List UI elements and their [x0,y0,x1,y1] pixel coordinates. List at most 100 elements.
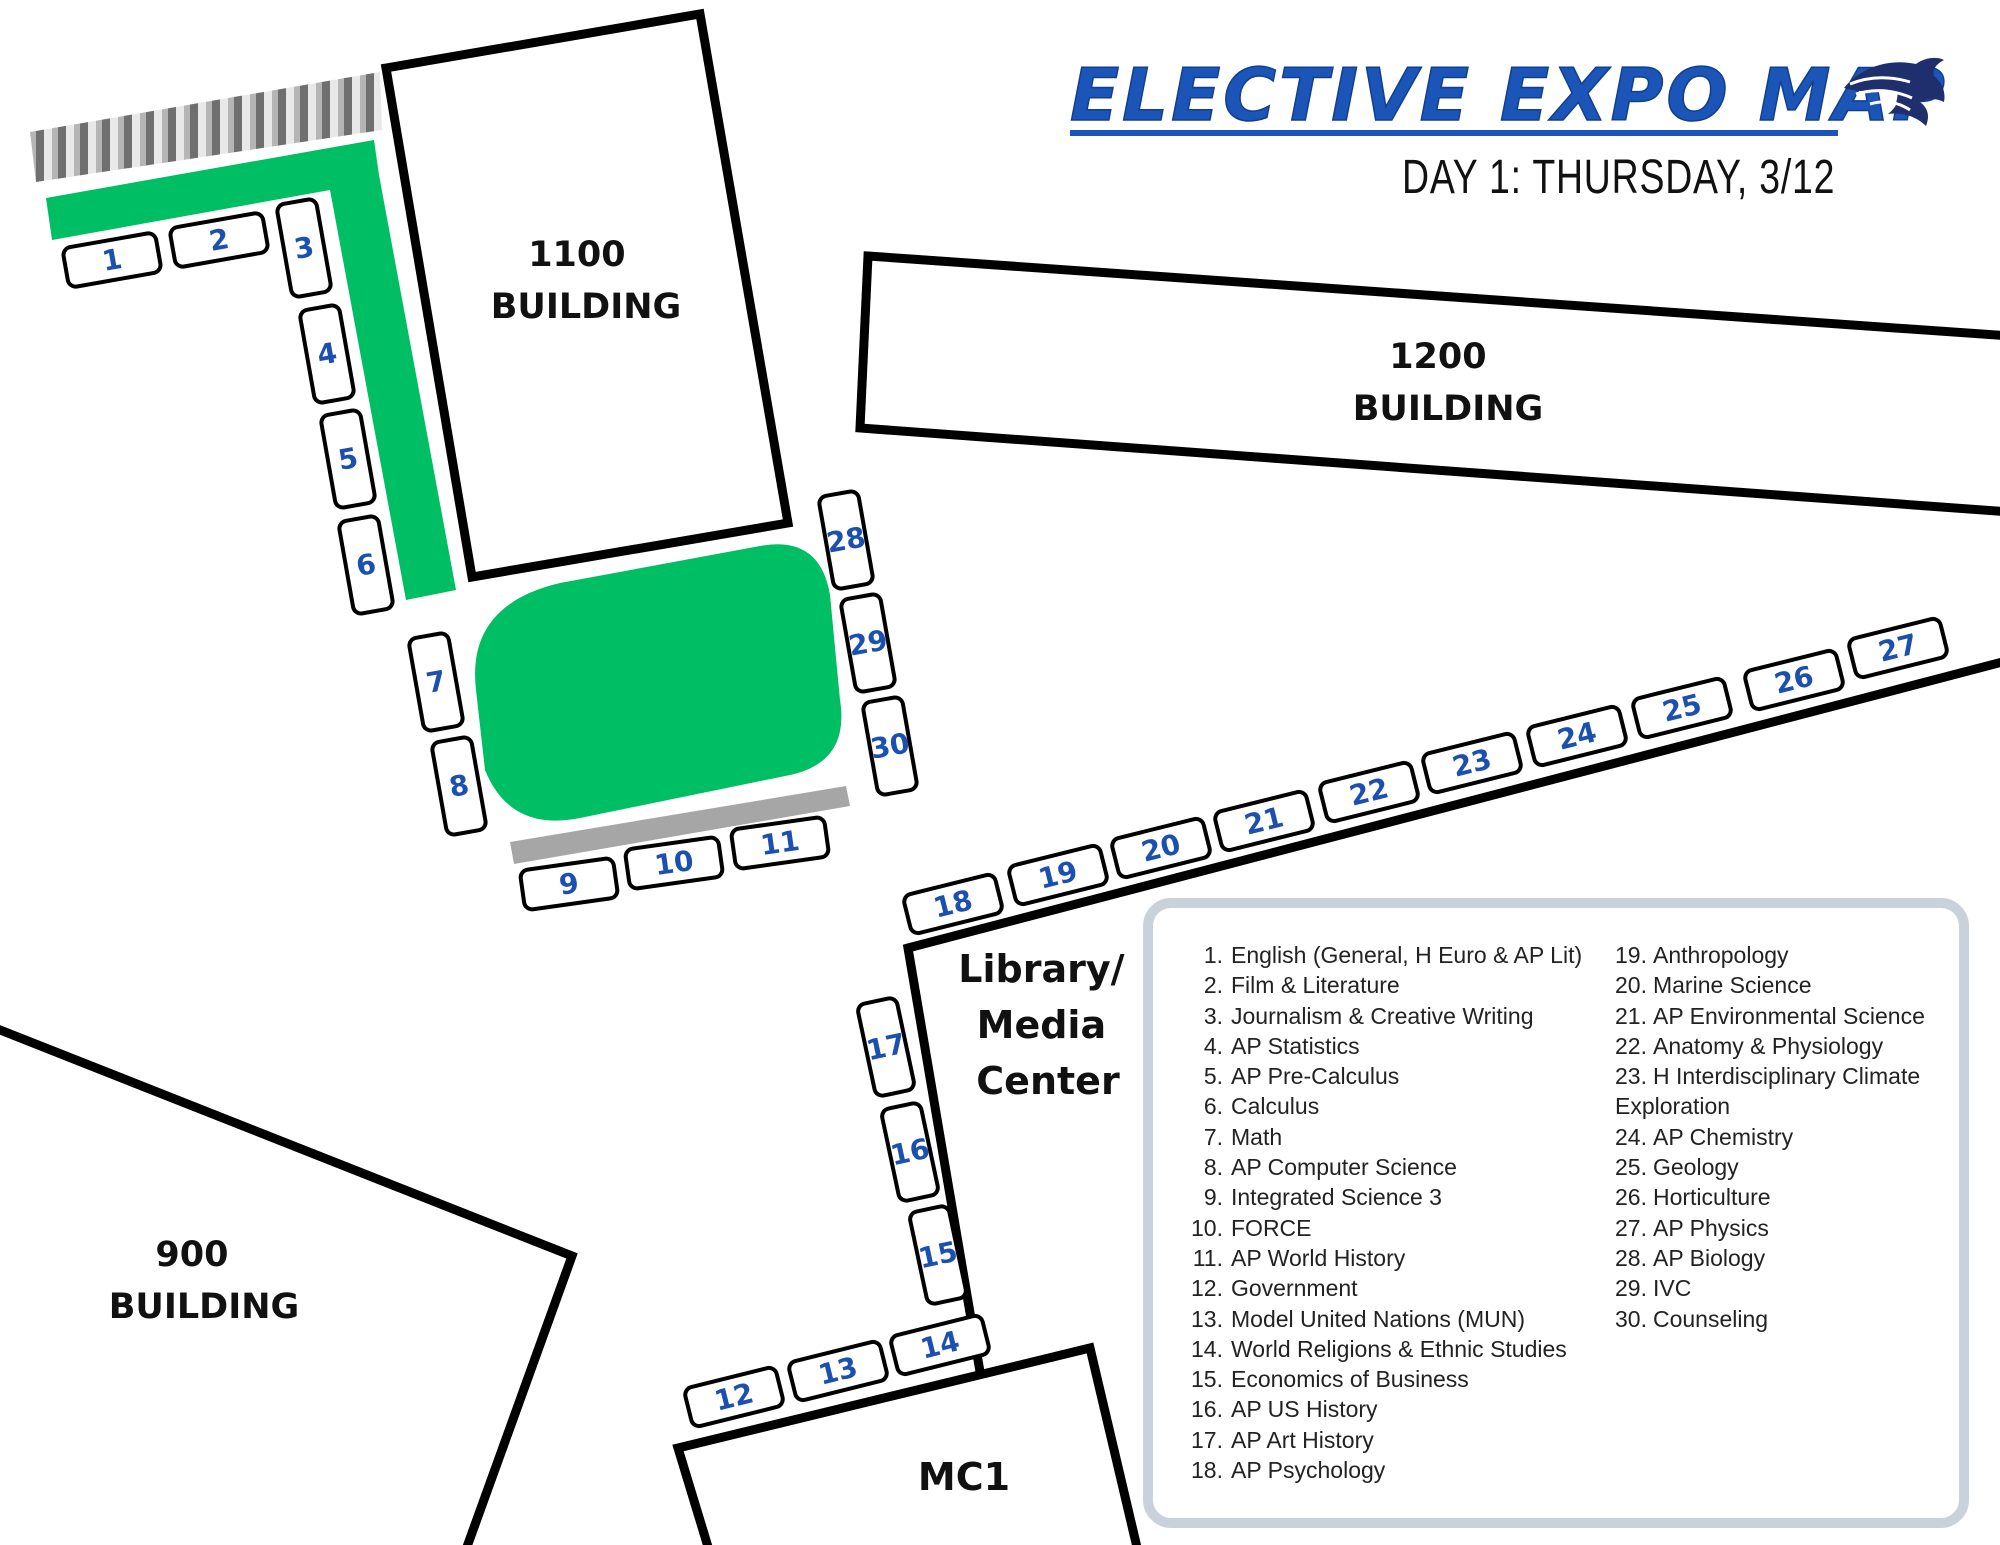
booth-box [407,631,465,733]
legend-item-number: 29. [1615,1275,1647,1302]
booth-box [889,1313,991,1377]
legend-item-number: 2. [1203,972,1223,999]
booth-22[interactable]: 22 [1318,760,1420,824]
svg-text:900 BUILDING: 900 BUILDING [109,1235,300,1327]
booth-number: 16 [888,1132,933,1172]
legend-item-label: AP Pre-Calculus [1231,1063,1400,1090]
building-1200 [855,251,2000,516]
legend-item: 4.AP Statistics [1183,1031,1603,1061]
building-1100-label: BUILDING [491,287,682,327]
building-1100 [380,8,794,583]
legend-item-number: 30. [1615,1305,1647,1332]
legend-item-number: 27. [1615,1214,1647,1241]
legend-item-number: 7. [1203,1123,1223,1150]
legend-item-label: Marine Science [1652,972,1812,999]
booth-26[interactable]: 26 [1743,648,1845,712]
legend-item: 23.H Interdisciplinary Climate Explorati… [1615,1061,1945,1122]
booth-13[interactable]: 13 [787,1339,889,1403]
booth-23[interactable]: 23 [1421,731,1523,795]
booth-28[interactable]: 28 [817,489,875,591]
legend-item-number: 21. [1615,1002,1647,1029]
booth-4[interactable]: 4 [298,303,356,405]
building-mc1-label: MC1 [918,1455,1010,1499]
legend-item: 19.Anthropology [1615,940,1955,970]
booth-18[interactable]: 18 [902,872,1004,936]
legend-item-label: AP Chemistry [1652,1123,1794,1150]
legend-item-number: 16. [1191,1396,1223,1423]
legend-item: 13.Model United Nations (MUN) [1183,1304,1603,1334]
legend-item: 11.AP World History [1183,1243,1603,1273]
legend-item: 26.Horticulture [1615,1182,1955,1212]
booth-15[interactable]: 15 [908,1204,968,1306]
booth-20[interactable]: 20 [1110,816,1212,880]
booth-30[interactable]: 30 [861,695,919,797]
booth-box [908,1204,968,1306]
legend-item: 17.AP Art History [1183,1425,1603,1455]
legend-item-label: Government [1231,1275,1358,1302]
legend-item-label: AP Environmental Science [1652,1002,1925,1029]
legend-item-label: Math [1231,1123,1283,1150]
legend-item-label: Economics of Business [1231,1366,1469,1393]
legend-item: 28.AP Biology [1615,1243,1955,1273]
legend-item-label: AP US History [1231,1396,1378,1423]
svg-text:1200 BUILDING: 1200 BUILDING [1353,337,1544,429]
legend-item-number: 8. [1203,1154,1223,1181]
booth-box [275,197,333,299]
booth-box [1631,676,1733,740]
booth-16[interactable]: 16 [880,1101,940,1203]
booth-24[interactable]: 24 [1526,704,1628,768]
booth-legend: 1.English (General, H Euro & AP Lit)2.Fi… [1143,898,1969,1528]
legend-item: 12. Government [1183,1273,1603,1303]
title-block: ELECTIVE EXPO MAP [1069,52,1945,138]
booth-box [861,695,919,797]
booth-box [1007,843,1109,907]
booth-29[interactable]: 29 [839,592,897,694]
legend-item-label: AP Computer Science [1231,1154,1457,1181]
legend-item: 18.AP Psychology [1183,1455,1603,1485]
building-900-label: BUILDING [109,1287,300,1327]
legend-item-number: 14. [1191,1335,1223,1362]
booth-1[interactable]: 1 [61,231,163,289]
booth-19[interactable]: 19 [1007,843,1109,907]
booth-27[interactable]: 27 [1847,616,1949,680]
legend-item-number: 19. [1615,942,1647,968]
legend-item-number: 23. [1615,1063,1647,1090]
booth-6[interactable]: 6 [337,514,395,616]
building-900-number: 900 [155,1235,228,1275]
legend-item: 30.Counseling [1615,1304,1955,1334]
booth-14[interactable]: 14 [889,1313,991,1377]
booth-17[interactable]: 17 [856,996,916,1098]
legend-item: 27.AP Physics [1615,1213,1955,1243]
booth-7[interactable]: 7 [407,631,465,733]
legend-item-number: 17. [1191,1426,1223,1453]
booth-number: 29 [846,623,890,662]
booth-8[interactable]: 8 [430,735,488,837]
booth-9[interactable]: 9 [518,856,620,912]
title-underline [1070,130,1838,136]
booth-box [430,735,488,837]
booth-25[interactable]: 25 [1631,676,1733,740]
booth-5[interactable]: 5 [319,408,377,510]
booth-2[interactable]: 2 [168,211,270,269]
booth-number: 11 [758,824,801,862]
legend-column-1: 1.English (General, H Euro & AP Lit)2.Fi… [1183,940,1603,1485]
library-label-line2: Media [977,1003,1106,1047]
legend-item: 20.Marine Science [1615,970,1955,1000]
booth-box [729,815,831,871]
legend-item-number: 12. [1191,1275,1223,1302]
library-label-line1: Library/ [958,947,1124,991]
building-1200-label: BUILDING [1353,389,1544,429]
legend-item-number: 9. [1203,1184,1223,1211]
booth-11[interactable]: 11 [729,815,831,871]
legend-item-number: 6. [1203,1093,1223,1120]
booth-21[interactable]: 21 [1213,789,1315,853]
booth-3[interactable]: 3 [275,197,333,299]
svg-text:1100 BUILDING: 1100 BUILDING [491,235,682,327]
booth-10[interactable]: 10 [623,835,725,891]
booth-box [1421,731,1523,795]
booth-box [298,303,356,405]
booth-12[interactable]: 12 [683,1365,785,1429]
legend-item-number: 15. [1191,1366,1223,1393]
